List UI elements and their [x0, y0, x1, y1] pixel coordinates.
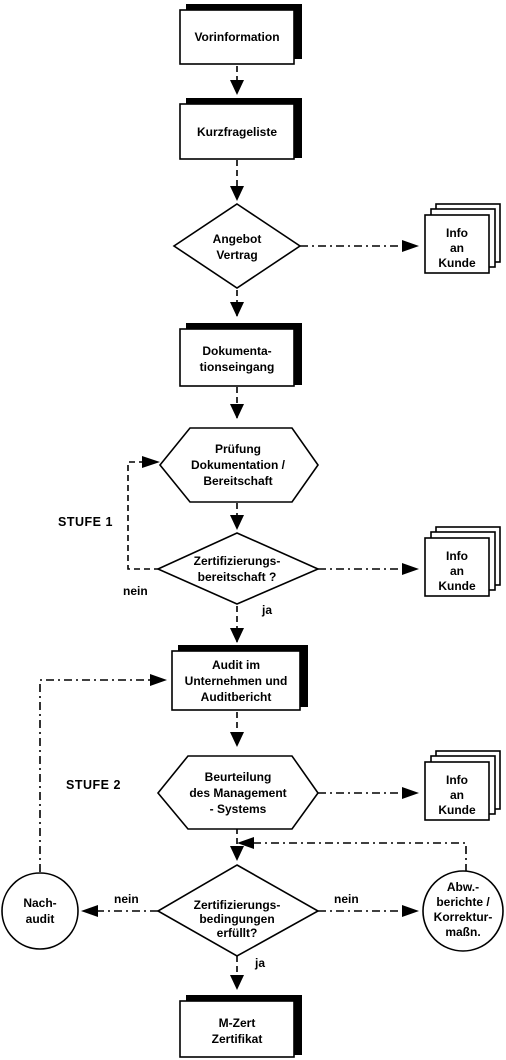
dokumentation-label-2: tionseingang: [200, 360, 275, 374]
nein-label-1: nein: [123, 584, 148, 598]
stufe-1-label: STUFE 1: [58, 515, 113, 529]
info-2-line-1: Info: [446, 549, 468, 563]
pruefung-label-2: Dokumentation /: [191, 458, 286, 472]
abweichung-label-3: Korrektur-: [434, 910, 493, 924]
info-box-1: Info an Kunde: [424, 203, 501, 274]
node-nachaudit: Nach- audit: [1, 872, 79, 950]
nein-label-2: nein: [114, 892, 139, 906]
node-dokumentationseingang: Dokumenta- tionseingang: [179, 323, 302, 387]
beurteilung-label-3: - Systems: [210, 802, 267, 816]
node-audit: Audit im Unternehmen und Auditbericht: [171, 645, 308, 711]
info-1-line-2: an: [450, 241, 464, 255]
node-vorinformation: Vorinformation: [179, 4, 302, 65]
audit-label-2: Unternehmen und: [185, 674, 288, 688]
node-beurteilung: Beurteilung des Management - Systems: [156, 755, 319, 830]
kurzfrageliste-label: Kurzfrageliste: [197, 125, 277, 139]
arrowheads: [81, 80, 419, 990]
info-2-line-2: an: [450, 564, 464, 578]
nachaudit-label-1: Nach-: [23, 896, 56, 910]
ja-label-2: ja: [254, 956, 265, 970]
arrow-nein-loop: [127, 461, 160, 570]
beurteilung-label-1: Beurteilung: [205, 770, 272, 784]
bereitschaft-label-2: bereitschaft ?: [198, 570, 277, 584]
connectors: [39, 66, 467, 990]
arrow-abweichung-main: [246, 842, 467, 872]
arrow-nachaudit-audit: [39, 679, 162, 872]
info-2-line-3: Kunde: [438, 579, 476, 593]
info-3-line-3: Kunde: [438, 803, 476, 817]
vorinformation-label: Vorinformation: [194, 30, 279, 44]
node-kurzfrageliste: Kurzfrageliste: [179, 98, 302, 160]
info-box-3: Info an Kunde: [424, 750, 501, 821]
info-1-line-3: Kunde: [438, 256, 476, 270]
bereitschaft-label-1: Zertifizierungs-: [194, 554, 281, 568]
audit-label-3: Auditbericht: [201, 690, 272, 704]
ja-label-1: ja: [261, 603, 272, 617]
bedingungen-label-2: bedingungen: [199, 912, 274, 926]
zertifikat-label-2: Zertifikat: [212, 1032, 263, 1046]
pruefung-label-1: Prüfung: [215, 442, 261, 456]
node-pruefung: Prüfung Dokumentation / Bereitschaft: [158, 427, 319, 503]
angebot-label-1: Angebot: [213, 232, 262, 246]
abweichung-label-1: Abw.-: [447, 880, 479, 894]
nein-label-3: nein: [334, 892, 359, 906]
angebot-label-2: Vertrag: [216, 248, 257, 262]
info-box-2: Info an Kunde: [424, 526, 501, 597]
info-1-line-1: Info: [446, 226, 468, 240]
info-3-line-1: Info: [446, 773, 468, 787]
info-3-line-2: an: [450, 788, 464, 802]
dokumentation-label-1: Dokumenta-: [202, 344, 271, 358]
abweichung-label-2: berichte /: [436, 895, 490, 909]
decision-zertifizierungsbereitschaft: Zertifizierungs- bereitschaft ?: [156, 532, 320, 605]
abweichung-label-4: maßn.: [445, 925, 480, 939]
beurteilung-label-2: des Management: [189, 786, 286, 800]
decision-angebot: Angebot Vertrag: [172, 203, 302, 289]
zertifikat-label-1: M-Zert: [219, 1016, 256, 1030]
bedingungen-label-1: Zertifizierungs-: [194, 898, 281, 912]
node-abweichung: Abw.- berichte / Korrektur- maßn.: [422, 870, 504, 952]
audit-label-1: Audit im: [212, 658, 260, 672]
bedingungen-label-3: erfüllt?: [217, 926, 258, 940]
decision-zertifizierungsbedingungen: Zertifizierungs- bedingungen erfüllt?: [156, 864, 320, 957]
pruefung-label-3: Bereitschaft: [203, 474, 272, 488]
stufe-2-label: STUFE 2: [66, 778, 121, 792]
nachaudit-label-2: audit: [26, 912, 55, 926]
node-zertifikat: M-Zert Zertifikat: [179, 995, 302, 1058]
